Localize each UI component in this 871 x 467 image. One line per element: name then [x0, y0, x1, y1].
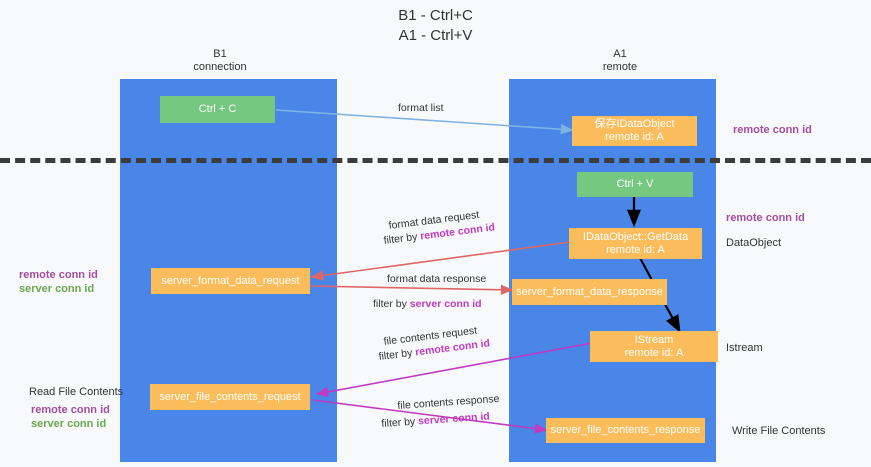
node-istream[interactable]: IStream remote id: A	[590, 331, 718, 362]
edge-label-format-data-response-filter: filter by server conn id	[373, 298, 482, 311]
annotation-left-remote-conn-id-mid: remote conn id	[19, 269, 98, 281]
node-save-idataobject-line2: remote id: A	[605, 131, 664, 143]
node-ctrl-v-label: Ctrl + V	[616, 178, 654, 190]
phase-divider	[0, 158, 871, 163]
edge-format-list	[275, 109, 574, 135]
lane-header-a1-sub: remote	[602, 61, 638, 73]
node-istream-line1: IStream	[634, 333, 674, 346]
annotation-right-write-file-contents: Write File Contents	[732, 425, 826, 437]
annotation-right-remote-conn-id-mid: remote conn id	[726, 212, 805, 224]
edge-label-format-data-response-text: format data response	[387, 273, 487, 285]
diagram-title: B1 - Ctrl+C A1 - Ctrl+V	[0, 6, 871, 46]
node-server-format-data-response-label: server_format_data_response	[516, 285, 663, 298]
node-server-file-contents-response-label: server_file_contents_response	[550, 424, 701, 436]
node-server-format-data-request-label: server_format_data_request	[161, 274, 300, 287]
node-server-file-contents-request-label: server_file_contents_request	[159, 390, 301, 403]
node-idataobject-getdata[interactable]: IDataObject::GetData remote id: A	[569, 228, 702, 259]
node-ctrl-c[interactable]: Ctrl + C	[160, 96, 275, 123]
lane-header-a1-name: A1	[613, 48, 627, 60]
annotation-right-istream: Istream	[726, 342, 763, 354]
lane-header-b1-name: B1	[213, 48, 227, 60]
node-idataobject-getdata-line2: remote id: A	[606, 243, 665, 256]
node-ctrl-c-label: Ctrl + C	[198, 103, 237, 115]
edge-label-file-contents-response-filter-prefix: filter by	[381, 415, 419, 430]
edge-label-format-data-response: format data response	[387, 273, 486, 286]
lane-header-a1: A1 remote	[550, 48, 690, 74]
node-idataobject-getdata-line1: IDataObject::GetData	[582, 230, 689, 243]
lane-header-b1-sub: connection	[193, 61, 247, 73]
annotation-right-remote-conn-id-top: remote conn id	[733, 124, 812, 136]
edge-label-format-data-response-filter-id: server conn id	[409, 298, 482, 310]
annotation-left-server-conn-id-bot: server conn id	[31, 418, 107, 430]
title-line-2: A1 - Ctrl+V	[398, 27, 473, 44]
title-line-1: B1 - Ctrl+C	[398, 7, 473, 24]
edge-file-contents-request	[315, 342, 593, 397]
annotation-left-server-conn-id-mid: server conn id	[19, 283, 95, 295]
edge-label-format-data-response-filter-prefix: filter by	[373, 298, 410, 310]
lane-header-b1: B1 connection	[150, 48, 290, 74]
node-ctrl-v[interactable]: Ctrl + V	[577, 172, 693, 197]
node-server-file-contents-request[interactable]: server_file_contents_request	[150, 384, 310, 410]
annotation-left-remote-conn-id-bot: remote conn id	[31, 404, 110, 416]
edge-label-format-list-text: format list	[398, 102, 444, 114]
node-server-file-contents-response[interactable]: server_file_contents_response	[546, 418, 705, 443]
node-save-idataobject-line1: 保存IDataObject	[594, 118, 675, 130]
node-save-idataobject[interactable]: 保存IDataObject remote id: A	[572, 116, 697, 146]
edge-file-contents-response	[312, 399, 548, 434]
edge-format-data-response	[309, 284, 514, 295]
edge-format-data-request	[310, 241, 571, 281]
edge-label-format-list: format list	[398, 102, 444, 115]
node-server-format-data-response[interactable]: server_format_data_response	[512, 279, 667, 305]
annotation-right-dataobject: DataObject	[726, 237, 782, 249]
node-istream-line2: remote id: A	[624, 346, 684, 359]
node-server-format-data-request[interactable]: server_format_data_request	[151, 268, 310, 294]
annotation-left-read-file-contents: Read File Contents	[29, 386, 124, 398]
